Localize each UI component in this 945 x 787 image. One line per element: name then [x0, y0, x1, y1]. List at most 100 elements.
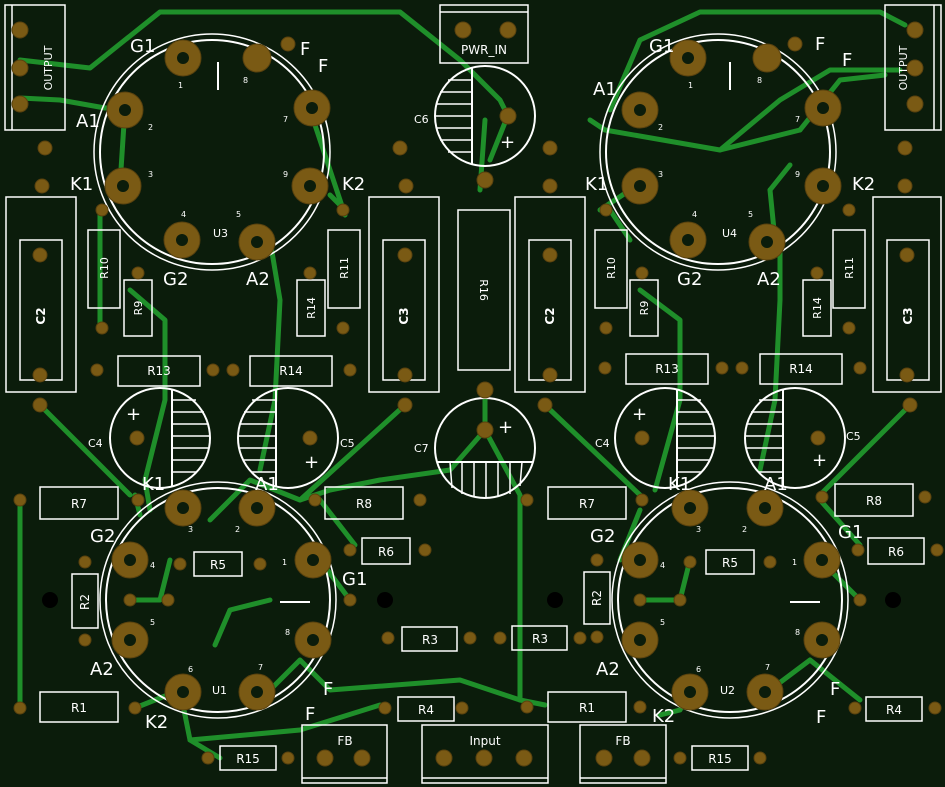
u3-f-label-a: F — [300, 39, 310, 60]
u4-pin-9: 9 — [795, 170, 800, 179]
c4-right-plus: + — [632, 404, 647, 425]
r14-left-vert-label: R14 — [305, 297, 318, 319]
u3-a2-label: A2 — [246, 269, 270, 290]
u1-g2-label: G2 — [90, 526, 115, 547]
connector-pwr-in — [439, 4, 529, 64]
c7-plus: + — [498, 417, 513, 438]
u4-ref-label: U4 — [722, 227, 737, 240]
u1-pin-7: 7 — [258, 663, 263, 672]
u1-a2-label: A2 — [90, 659, 114, 680]
r8-left-label: R8 — [356, 497, 372, 511]
input-label: Input — [469, 734, 500, 748]
c7-label: C7 — [414, 442, 429, 455]
u1-pin-2: 2 — [235, 525, 240, 534]
r2-right-label: R2 — [590, 590, 604, 606]
r1-left-label: R1 — [71, 701, 87, 715]
u2-f-label-a: F — [830, 679, 840, 700]
c4-right-label: C4 — [595, 437, 610, 450]
u2-pin-8: 8 — [795, 628, 800, 637]
u4-a1-label: A1 — [593, 79, 617, 100]
r6-right-label: R6 — [888, 545, 904, 559]
u4-g2-label: G2 — [677, 269, 702, 290]
u4-g1-label: G1 — [649, 36, 674, 57]
c5-left-plus: + — [304, 452, 319, 473]
u3-k1-label: K1 — [70, 174, 93, 195]
u3-pin-4: 4 — [181, 210, 186, 219]
r15-right-label: R15 — [708, 752, 732, 766]
r9-left-label: R9 — [132, 301, 145, 316]
u2-f-label-b: F — [816, 707, 826, 728]
u1-pin-1: 1 — [282, 558, 287, 567]
u3-g2-label: G2 — [163, 269, 188, 290]
c5-left-label: C5 — [340, 437, 355, 450]
r1-right-label: R1 — [579, 701, 595, 715]
u4-k2-label: K2 — [852, 174, 875, 195]
c3-right-label: C3 — [901, 307, 915, 324]
u1-ref-label: U1 — [212, 684, 227, 697]
electrolytic-c4-left — [109, 387, 211, 489]
u3-pin-7: 7 — [283, 115, 288, 124]
c2-left-label: C2 — [34, 307, 48, 324]
tube-socket-u2 — [611, 481, 849, 719]
electrolytic-c4-right — [614, 387, 716, 489]
r11-left-label: R11 — [338, 257, 351, 279]
u1-k2-label: K2 — [145, 712, 168, 733]
r3-right-label: R3 — [532, 632, 548, 646]
c5-right-label: C5 — [846, 430, 861, 443]
u1-pin-3: 3 — [188, 525, 193, 534]
u2-g2-label: G2 — [590, 526, 615, 547]
electrolytic-c5-left — [237, 387, 339, 489]
r5-right-label: R5 — [722, 556, 738, 570]
u2-pin-6: 6 — [696, 665, 701, 674]
r5-left-label: R5 — [210, 558, 226, 572]
u2-pin-2: 2 — [742, 525, 747, 534]
u2-pin-7: 7 — [765, 663, 770, 672]
pads-small — [11, 21, 944, 767]
c2-right-label: C2 — [543, 307, 557, 324]
u2-pin-1: 1 — [792, 558, 797, 567]
r2-left-label: R2 — [78, 594, 92, 610]
u4-pin-4: 4 — [692, 210, 697, 219]
output-left-label: OUTPUT — [42, 45, 55, 90]
u3-g1-label: G1 — [130, 36, 155, 57]
u1-pin-5: 5 — [150, 618, 155, 627]
u3-ref-label: U3 — [213, 227, 228, 240]
silk-labels: OUTPUT OUTPUT PWR_IN Input FB FB G1 F F … — [34, 34, 915, 766]
u2-k2-label: K2 — [652, 706, 675, 727]
u1-f-label-a: F — [323, 679, 333, 700]
u2-pin-3: 3 — [696, 525, 701, 534]
u2-pin-5: 5 — [660, 618, 665, 627]
u1-pin-4: 4 — [150, 561, 155, 570]
r9-right-label: R9 — [638, 301, 651, 316]
r7-right-label: R7 — [579, 497, 595, 511]
r10-right-label: R10 — [605, 257, 618, 279]
r14-right-label: R14 — [789, 362, 813, 376]
u1-k1-label: K1 — [142, 474, 165, 495]
u3-a1-label: A1 — [76, 111, 100, 132]
output-right-label: OUTPUT — [897, 45, 910, 90]
r8-right-label: R8 — [866, 494, 882, 508]
u2-a1-label: A1 — [764, 474, 788, 495]
u2-pin-4: 4 — [660, 561, 665, 570]
u3-f-label-b: F — [318, 56, 328, 77]
u2-ref-label: U2 — [720, 684, 735, 697]
r16-label: R16 — [477, 279, 490, 301]
u3-pin-1: 1 — [178, 81, 183, 90]
fb-left-label: FB — [337, 734, 352, 748]
u4-pin-1: 1 — [688, 81, 693, 90]
u3-pin-3: 3 — [148, 170, 153, 179]
resistor-r16-body — [457, 209, 511, 371]
u4-pin-8: 8 — [757, 76, 762, 85]
connector-output-right — [884, 4, 942, 131]
r10-left-label: R10 — [98, 257, 111, 279]
u3-k2-label: K2 — [342, 174, 365, 195]
u3-pin-5: 5 — [236, 210, 241, 219]
u3-pin-2: 2 — [148, 123, 153, 132]
r14-right-vert-label: R14 — [811, 297, 824, 319]
connector-fb-left — [301, 724, 388, 784]
r3-left-label: R3 — [422, 633, 438, 647]
r7-left-label: R7 — [71, 497, 87, 511]
pads-large-holes — [117, 52, 829, 698]
connector-input — [421, 724, 549, 784]
